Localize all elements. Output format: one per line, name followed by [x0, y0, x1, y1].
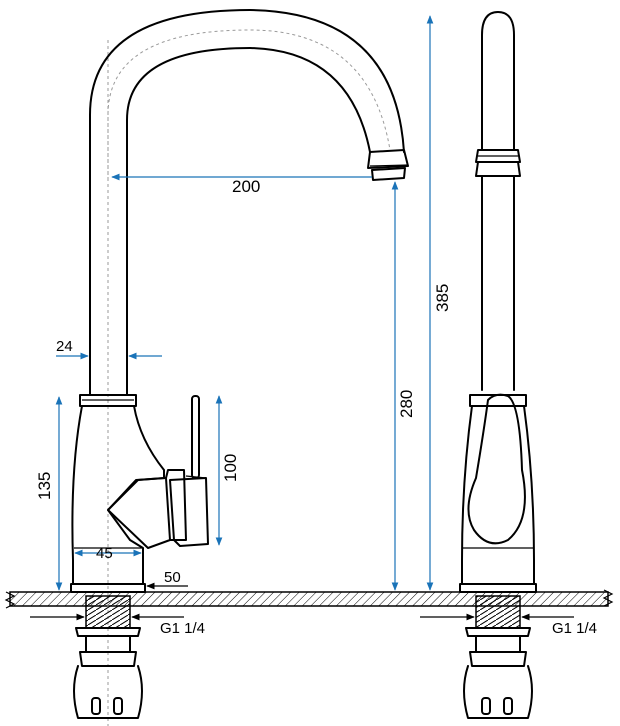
label-spout-height: 280 [397, 390, 416, 418]
dim-pipe-diameter: 24 [56, 338, 162, 360]
dim-lever-height: 100 [215, 395, 240, 546]
label-body-height: 135 [35, 472, 54, 500]
label-spout-reach: 200 [232, 177, 260, 196]
label-thread-side: G1 1/4 [552, 620, 597, 637]
label-lever-height: 100 [221, 454, 240, 482]
label-total-height: 385 [433, 284, 452, 312]
label-pipe-diameter: 24 [56, 338, 73, 355]
dim-base-offset: 50 [146, 569, 188, 590]
dim-spout-reach: 200 [111, 173, 372, 196]
dim-total-height: 385 [426, 15, 452, 591]
side-view-faucet [459, 11, 537, 719]
dim-thread-front: G1 1/4 [30, 613, 205, 637]
dim-body-height: 135 [35, 396, 63, 591]
dim-base-width: 45 [74, 545, 142, 562]
countertop [4, 589, 614, 609]
label-base-offset: 50 [164, 569, 181, 586]
label-base-width: 45 [96, 545, 113, 562]
dim-spout-height: 280 [391, 181, 416, 591]
label-thread-front: G1 1/4 [160, 620, 205, 637]
dim-thread-side: G1 1/4 [420, 613, 597, 637]
front-view-faucet [70, 9, 409, 726]
